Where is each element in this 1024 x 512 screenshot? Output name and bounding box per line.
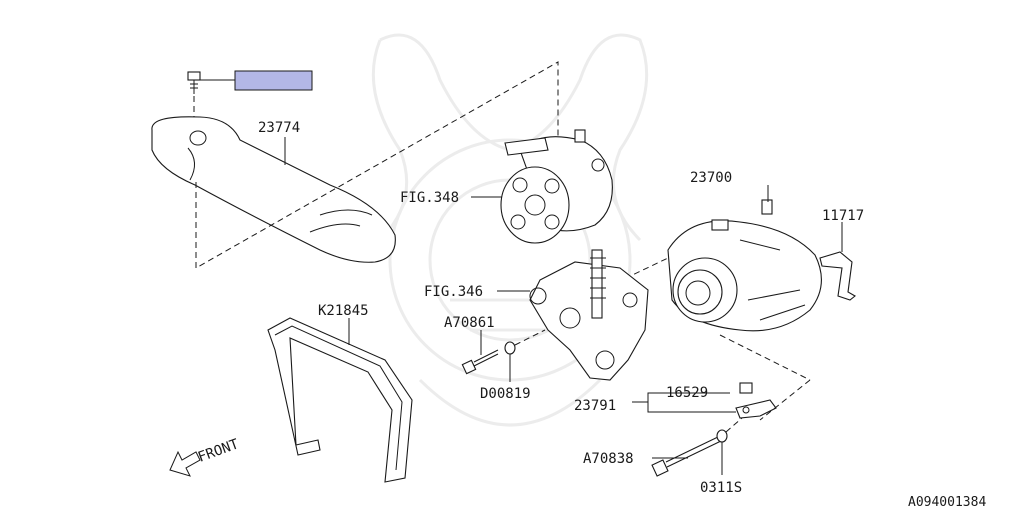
washer-d00819[interactable] — [504, 341, 516, 355]
label-bolt-upper: A70861 — [444, 315, 495, 331]
label-bracket: 11717 — [822, 208, 864, 224]
bolt-a70861[interactable] — [461, 349, 499, 375]
label-ps-pump: FIG.348 — [400, 190, 459, 206]
alternator[interactable] — [667, 199, 822, 332]
alt-mount-dashline — [579, 257, 669, 301]
alt-bracket-assy[interactable] — [735, 382, 777, 419]
assembly-dashline — [195, 61, 559, 269]
bracket-11717[interactable] — [819, 251, 856, 301]
leader-spacer — [632, 392, 730, 403]
power-steering-pump[interactable] — [500, 129, 613, 244]
label-bracket-ref: FIG.346 — [424, 284, 483, 300]
highlight-box[interactable] — [234, 70, 313, 91]
alt-lower-dashline-b — [759, 379, 811, 421]
v-belt[interactable] — [267, 317, 413, 483]
label-washer-upper: D00819 — [480, 386, 531, 402]
cover-bolt[interactable] — [187, 71, 201, 94]
label-front: FRONT — [196, 436, 242, 466]
bolt-upper-dashline — [514, 329, 546, 346]
label-alternator: 23700 — [690, 170, 732, 186]
label-washer-lower: 0311S — [700, 480, 742, 496]
leader-assy — [647, 402, 736, 413]
mounting-bracket[interactable] — [529, 249, 649, 381]
washer-0311s[interactable] — [716, 429, 728, 443]
alt-lower-dashline-a — [719, 334, 811, 381]
label-v-belt: K21845 — [318, 303, 369, 319]
label-spacer: 16529 — [666, 385, 708, 401]
belt-cover[interactable] — [151, 116, 396, 263]
label-bolt-lower: A70838 — [583, 451, 634, 467]
label-belt-cover: 23774 — [258, 120, 300, 136]
bolt-a70838[interactable] — [651, 435, 722, 477]
label-assy: 23791 — [574, 398, 616, 414]
diagram-id: A094001384 — [908, 495, 986, 510]
bolt-lower-dashline — [725, 417, 743, 433]
front-arrow: FRONT — [169, 436, 242, 477]
